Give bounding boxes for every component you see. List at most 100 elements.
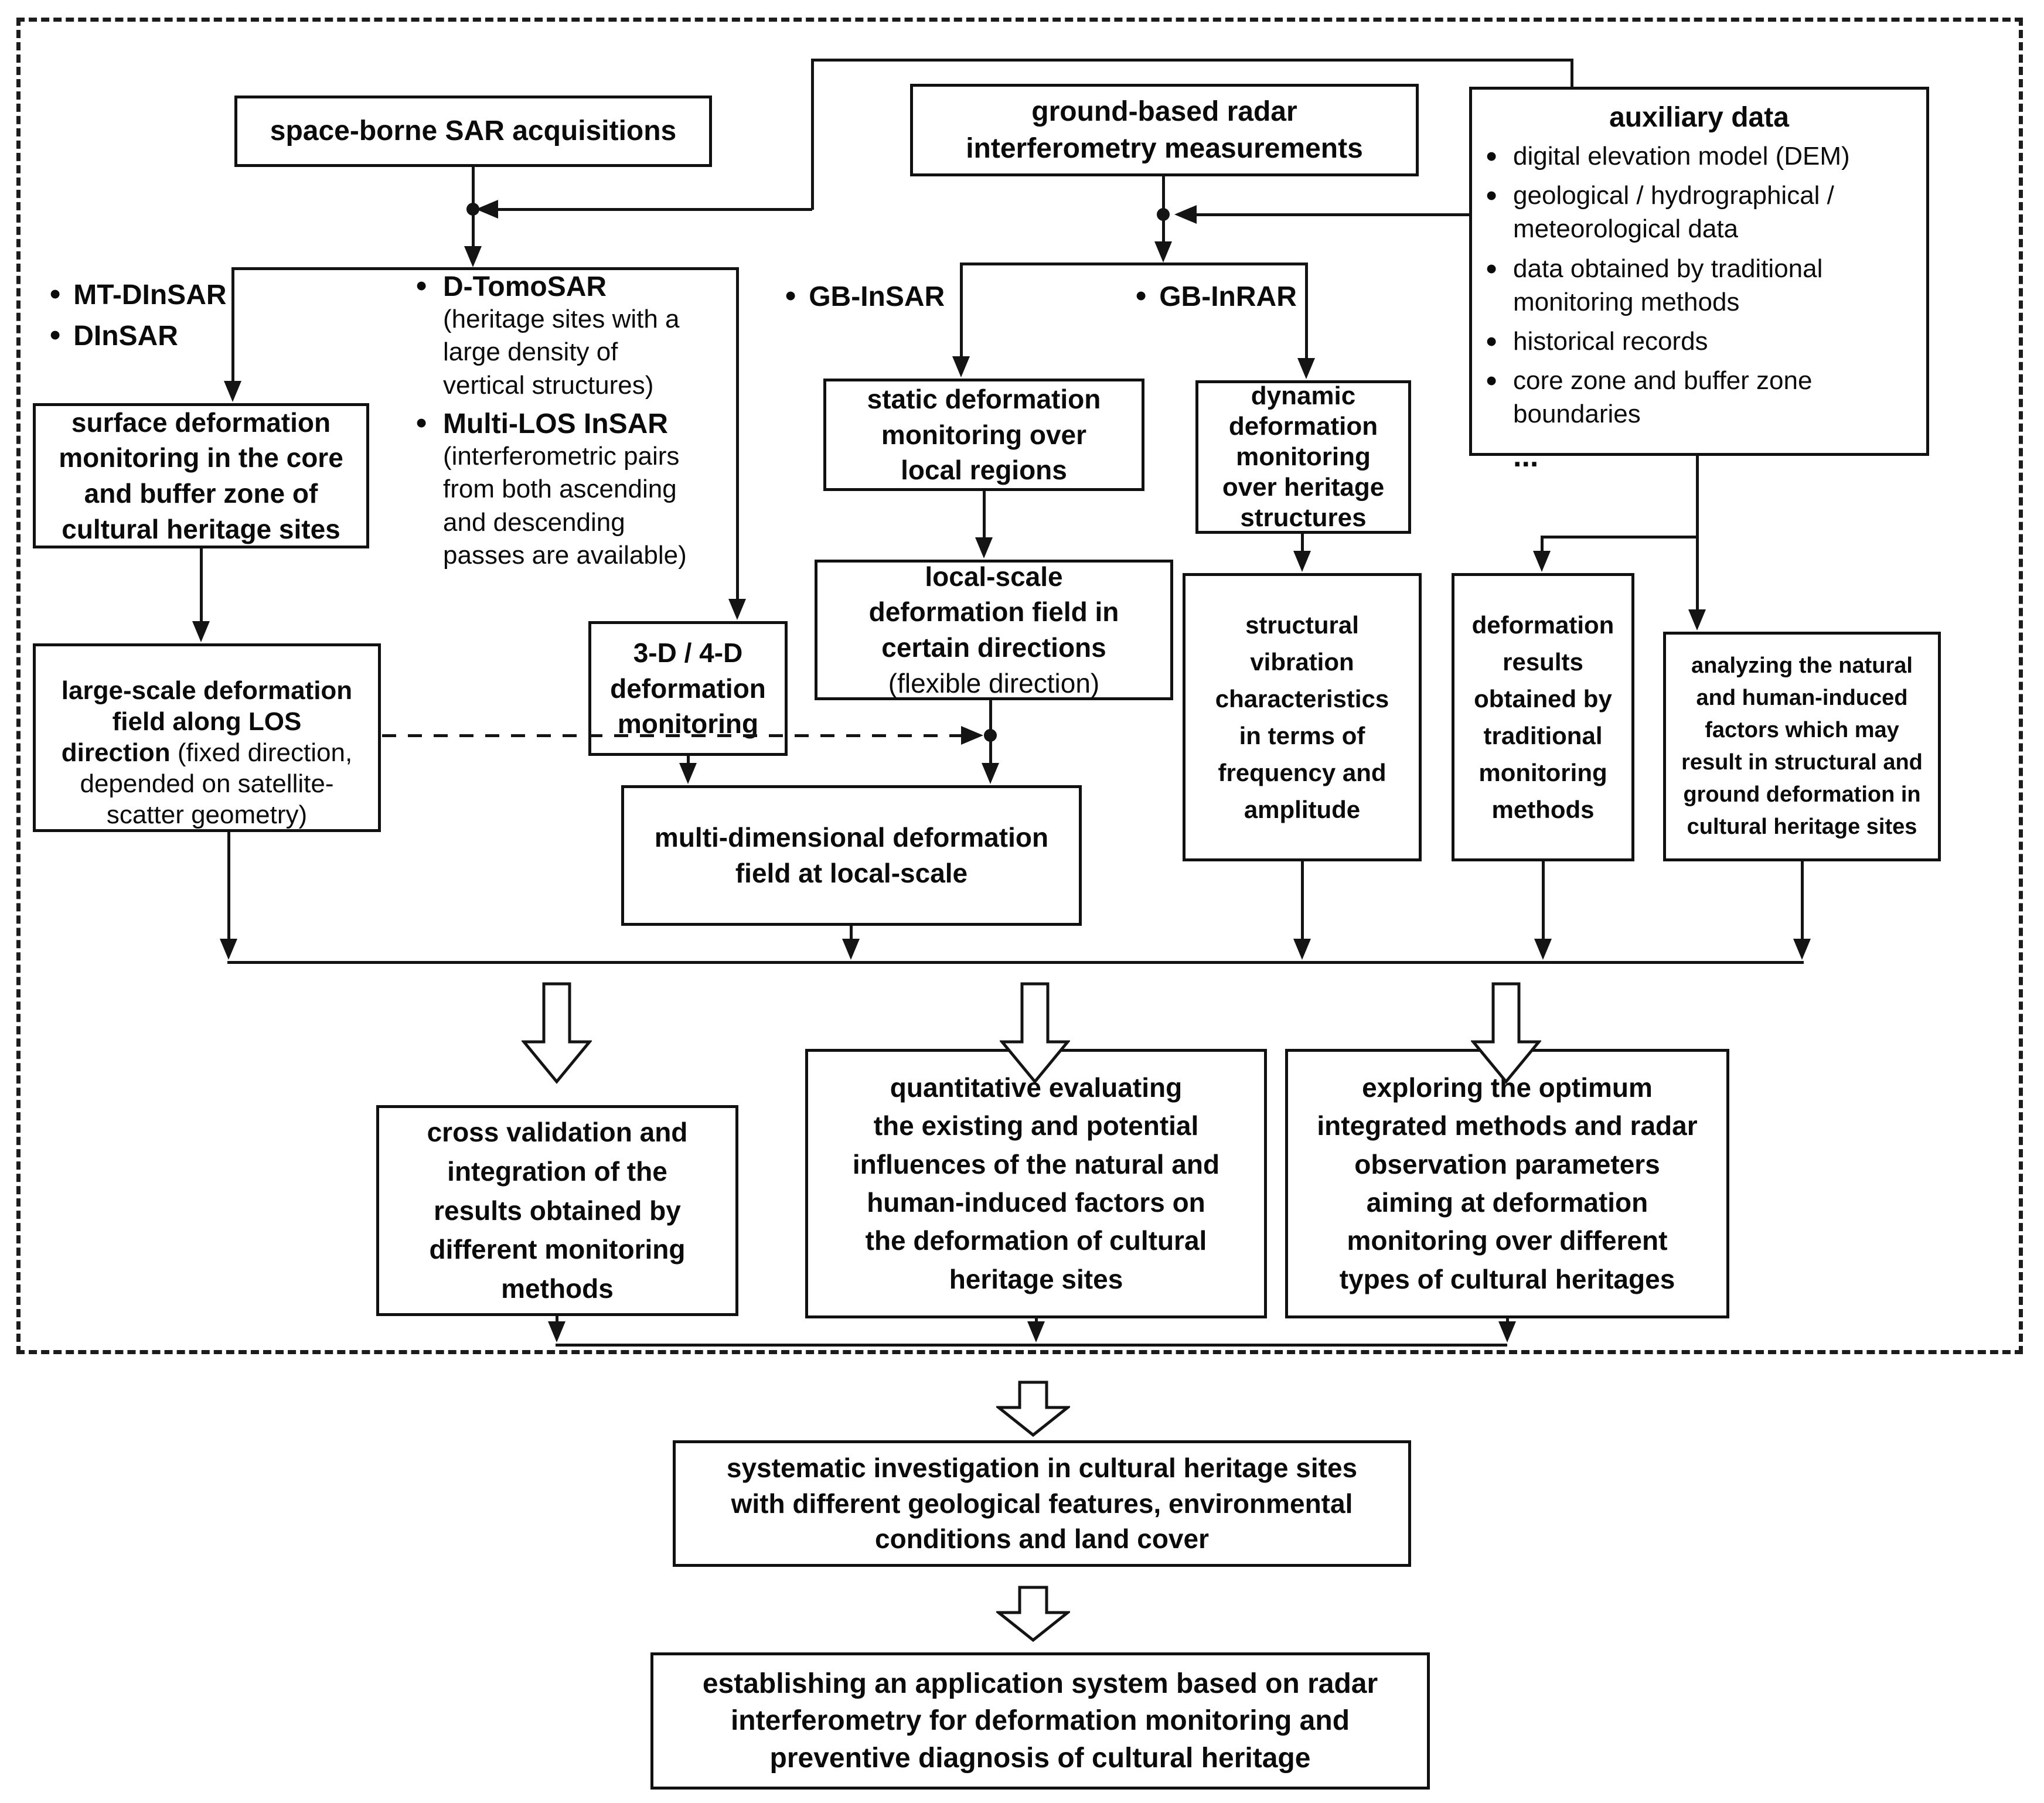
box-space-borne-sar-label: space-borne SAR acquisitions	[270, 115, 677, 147]
arrowhead-into-largescale	[192, 621, 210, 642]
connector-bracket1	[231, 267, 739, 270]
box-quantitative-evaluating: quantitative evaluating the existing and…	[805, 1049, 1267, 1318]
feeder-cross	[556, 1316, 558, 1324]
collector-line-2	[556, 1344, 1507, 1347]
connector-bracket2-right	[1305, 263, 1308, 359]
connector-surface-to-largescale	[200, 548, 203, 622]
junction2-dot	[1157, 208, 1170, 221]
connector-junction2-horizontal	[1195, 213, 1470, 216]
label-multi-los-note: (interferometric pairs from both ascendi…	[443, 441, 687, 570]
auxiliary-item: geological / hydrographical / meteorolog…	[1480, 176, 1850, 246]
box-3d-4d-monitoring: 3-D / 4-D deformation monitoring	[588, 621, 788, 756]
block-arrow-to-establishing	[996, 1586, 1070, 1642]
box-ground-based-radar: ground-based radar interferometry measur…	[910, 84, 1419, 176]
auxiliary-data-list: digital elevation model (DEM) geological…	[1480, 137, 1850, 482]
box-multi-dimensional-field-label: multi-dimensional deformation field at l…	[654, 822, 1049, 888]
connector-top-horizontal	[812, 59, 1573, 62]
block-arrow-to-exploring	[1471, 982, 1541, 1084]
collector-line-1	[227, 961, 1804, 964]
box-local-scale-field-label: local-scale deformation field in certain…	[869, 523, 1119, 737]
arrowhead-3d4d-into-multidim	[679, 763, 697, 784]
label-mt-dinsar: MT-DInSAR	[50, 277, 226, 312]
arrowhead-into-dynamic	[1297, 358, 1315, 379]
arrowhead-into-structural	[1293, 551, 1311, 572]
arrowhead-feeder-cross	[548, 1321, 565, 1342]
connector-top-to-aux	[1571, 59, 1573, 88]
box-quantitative-evaluating-label: quantitative evaluating the existing and…	[852, 1072, 1220, 1294]
arrowhead-feeder-quantitative	[1027, 1321, 1045, 1342]
block-arrow-to-systematic	[996, 1381, 1070, 1437]
arrowhead-localscale-into-multidim	[982, 763, 999, 784]
box-deformation-results: deformation results obtained by traditio…	[1452, 573, 1634, 861]
box-systematic-investigation: systematic investigation in cultural her…	[673, 1440, 1411, 1567]
box-systematic-investigation-label: systematic investigation in cultural her…	[726, 1452, 1358, 1555]
connector-dashed-largescale-link	[382, 734, 962, 737]
box-large-scale-field: large-scale deformation field along LOS …	[33, 643, 381, 832]
label-dinsar: DInSAR	[50, 318, 178, 353]
box-dynamic-deformation-label: dynamic deformation monitoring over heri…	[1222, 381, 1385, 532]
connector-bracket3-right	[1696, 536, 1699, 612]
connector-junction1-horizontal	[497, 208, 812, 211]
label-gb-insar: GB-InSAR	[785, 278, 945, 313]
box-structural-vibration: structural vibration characteristics in …	[1183, 573, 1422, 861]
box-local-scale-field: local-scale deformation field in certain…	[815, 560, 1173, 700]
arrowhead-feeder-exploring	[1498, 1321, 1516, 1342]
feeder-largescale	[227, 832, 230, 941]
connector-bracket1-left	[231, 267, 234, 382]
arrowhead-into-3d4d	[728, 599, 746, 620]
arrowhead-into-junction1	[476, 200, 498, 219]
label-d-tomosar-note: (heritage sites with a large density of …	[443, 305, 680, 400]
block-arrow-to-quantitative	[1000, 982, 1070, 1084]
arrowhead-feeder-defresults	[1534, 939, 1552, 960]
auxiliary-item: core zone and buffer zone boundaries	[1480, 362, 1850, 431]
label-multi-los-insar: Multi-LOS InSAR (interferometric pairs f…	[410, 405, 738, 572]
feeder-multidim	[850, 926, 853, 941]
arrowhead-into-defresults	[1533, 551, 1551, 572]
feeder-structural	[1301, 861, 1304, 941]
connector-aux-down	[1696, 456, 1699, 537]
arrowhead-into-static	[952, 356, 970, 377]
connector-bracket3-left	[1541, 536, 1544, 552]
box-dynamic-deformation: dynamic deformation monitoring over heri…	[1195, 380, 1411, 534]
box-structural-vibration-label: structural vibration characteristics in …	[1215, 611, 1389, 823]
auxiliary-item-ellipsis: ...	[1513, 439, 1539, 473]
junction3-dot	[984, 729, 997, 742]
box-ground-based-radar-label: ground-based radar interferometry measur…	[966, 96, 1363, 164]
box-deformation-results-label: deformation results obtained by traditio…	[1471, 611, 1614, 823]
junction1-dot	[466, 203, 479, 216]
connector-top-to-junction1	[811, 59, 814, 210]
box-static-deformation: static deformation monitoring over local…	[823, 379, 1144, 491]
arrowhead-spaceborne-branch	[464, 246, 482, 267]
box-3d-4d-monitoring-label: 3-D / 4-D deformation monitoring	[610, 637, 766, 739]
connector-dynamic-to-structural	[1301, 534, 1304, 553]
connector-bracket3	[1541, 536, 1699, 538]
connector-bracket1-right	[736, 267, 739, 599]
arrowhead-into-junction2	[1174, 205, 1197, 224]
box-exploring-optimum: exploring the optimum integrated methods…	[1285, 1049, 1729, 1318]
feeder-analyzing	[1801, 861, 1804, 941]
auxiliary-data-title: auxiliary data	[1609, 102, 1789, 133]
box-large-scale-field-label: large-scale deformation field along LOS …	[61, 676, 353, 829]
connector-static-to-localscale	[983, 491, 986, 538]
arrowhead-groundbased-branch	[1154, 241, 1172, 263]
box-analyzing-factors: analyzing the natural and human-induced …	[1663, 632, 1941, 861]
dashed-border-frame	[16, 18, 2023, 1354]
connector-bracket2	[960, 263, 1308, 265]
box-surface-deformation: surface deformation monitoring in the co…	[33, 403, 369, 548]
box-cross-validation: cross validation and integration of the …	[376, 1105, 738, 1316]
arrowhead-feeder-analyzing	[1793, 939, 1811, 960]
auxiliary-item: digital elevation model (DEM)	[1480, 137, 1850, 177]
auxiliary-item: data obtained by traditional monitoring …	[1480, 250, 1850, 319]
arrowhead-feeder-structural	[1293, 939, 1311, 960]
box-establishing-system: establishing an application system based…	[650, 1652, 1430, 1790]
label-d-tomosar: D-TomoSAR (heritage sites with a large d…	[410, 268, 738, 402]
block-arrow-to-cross-validation	[522, 982, 592, 1084]
arrowhead-feeder-largescale	[220, 939, 237, 960]
box-cross-validation-label: cross validation and integration of the …	[427, 1117, 688, 1304]
box-local-scale-note: (flexible direction)	[888, 667, 1100, 698]
arrowhead-into-localscale	[975, 537, 993, 558]
arrowhead-feeder-multidim	[842, 939, 860, 960]
box-exploring-optimum-label: exploring the optimum integrated methods…	[1317, 1072, 1698, 1294]
box-large-scale-note: (fixed direction, depended on satellite-…	[80, 738, 353, 829]
